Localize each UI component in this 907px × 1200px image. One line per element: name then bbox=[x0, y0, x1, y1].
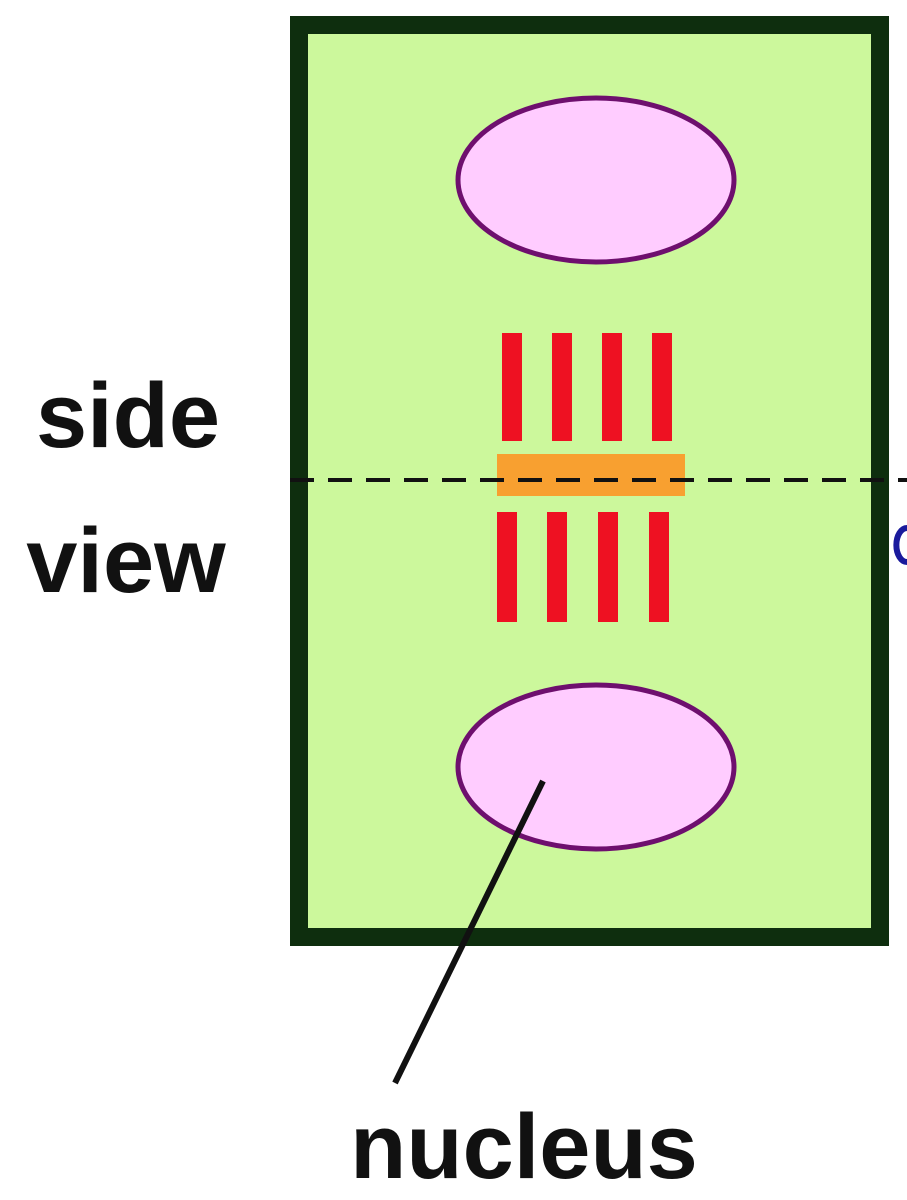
nucleus-bottom bbox=[455, 682, 737, 852]
chromosome bbox=[552, 333, 572, 441]
chromosome bbox=[602, 333, 622, 441]
chromosomes-upper bbox=[502, 333, 672, 441]
cropped-text-fragment bbox=[893, 525, 907, 565]
chromosome bbox=[649, 512, 669, 622]
nucleus-top bbox=[455, 95, 737, 265]
side-view-label-line2: view bbox=[26, 510, 226, 612]
chromosome bbox=[547, 512, 567, 622]
cell-plate bbox=[497, 454, 685, 496]
chromosome bbox=[502, 333, 522, 441]
chromosome bbox=[598, 512, 618, 622]
side-view-label-line1: side bbox=[36, 365, 220, 467]
nucleus-label: nucleus bbox=[350, 1096, 698, 1198]
nucleus-leader-line bbox=[392, 779, 546, 1085]
chromosome bbox=[652, 333, 672, 441]
chromosome bbox=[497, 512, 517, 622]
chromosomes-lower bbox=[497, 512, 669, 622]
